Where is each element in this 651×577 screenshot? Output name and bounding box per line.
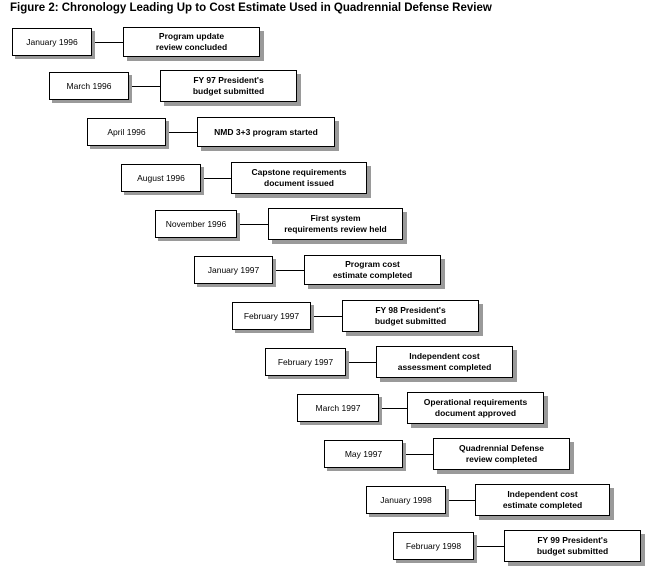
- date-box: January 1996: [12, 28, 92, 56]
- event-box: Independent cost assessment completed: [376, 346, 513, 378]
- connector-line: [273, 270, 304, 271]
- event-label: First system requirements review held: [284, 213, 387, 234]
- connector-line: [403, 454, 433, 455]
- event-label: Independent cost assessment completed: [397, 351, 492, 372]
- connector-line: [166, 132, 197, 133]
- event-label: FY 99 President's budget submitted: [536, 535, 609, 556]
- connector-line: [379, 408, 407, 409]
- connector-line: [474, 546, 504, 547]
- event-label: Independent cost estimate completed: [502, 489, 583, 510]
- date-box: February 1997: [265, 348, 346, 376]
- connector-line: [92, 42, 123, 43]
- date-box: May 1997: [324, 440, 403, 468]
- event-label: FY 98 President's budget submitted: [374, 305, 447, 326]
- event-box: FY 99 President's budget submitted: [504, 530, 641, 562]
- connector-line: [311, 316, 342, 317]
- event-box: Quadrennial Defense review completed: [433, 438, 570, 470]
- event-box: Capstone requirements document issued: [231, 162, 367, 194]
- event-box: Independent cost estimate completed: [475, 484, 610, 516]
- date-box: March 1996: [49, 72, 129, 100]
- date-box: February 1998: [393, 532, 474, 560]
- date-box: January 1998: [366, 486, 446, 514]
- event-label: NMD 3+3 program started: [214, 126, 318, 137]
- event-box: NMD 3+3 program started: [197, 117, 335, 147]
- event-box: Program cost estimate completed: [304, 255, 441, 285]
- connector-line: [129, 86, 160, 87]
- figure-title: Figure 2: Chronology Leading Up to Cost …: [10, 2, 492, 14]
- event-label: FY 97 President's budget submitted: [192, 75, 265, 96]
- event-box: Program update review concluded: [123, 27, 260, 57]
- event-label: Quadrennial Defense review completed: [458, 443, 545, 464]
- event-label: Operational requirements document approv…: [423, 397, 528, 418]
- connector-line: [201, 178, 231, 179]
- date-box: November 1996: [155, 210, 237, 238]
- connector-line: [446, 500, 475, 501]
- event-box: FY 97 President's budget submitted: [160, 70, 297, 102]
- event-label: Program update review concluded: [155, 31, 228, 52]
- event-label: Program cost estimate completed: [332, 259, 413, 280]
- event-label: Capstone requirements document issued: [251, 167, 347, 188]
- event-box: First system requirements review held: [268, 208, 403, 240]
- date-box: August 1996: [121, 164, 201, 192]
- connector-line: [346, 362, 376, 363]
- date-box: January 1997: [194, 256, 273, 284]
- connector-line: [237, 224, 268, 225]
- date-box: February 1997: [232, 302, 311, 330]
- date-box: April 1996: [87, 118, 166, 146]
- date-box: March 1997: [297, 394, 379, 422]
- event-box: Operational requirements document approv…: [407, 392, 544, 424]
- event-box: FY 98 President's budget submitted: [342, 300, 479, 332]
